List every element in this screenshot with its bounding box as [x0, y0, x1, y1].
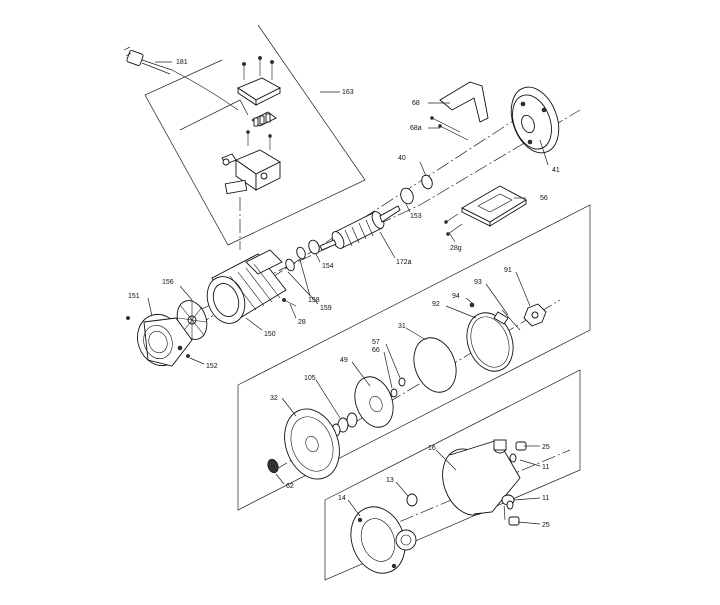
washer-153: [400, 187, 414, 205]
pump-body: [442, 439, 521, 516]
power-plug-cable: [123, 46, 239, 111]
callout-68a: 68a: [410, 125, 422, 132]
callout-68: 68: [412, 100, 420, 107]
washer-159: [285, 258, 295, 272]
callout-156: 156: [162, 279, 174, 286]
callout-16: 16: [428, 445, 436, 452]
callout-14: 14: [338, 495, 346, 502]
callout-150: 150: [264, 331, 276, 338]
washer-158: [296, 246, 306, 260]
callout-94: 94: [452, 293, 460, 300]
callout-labels: 181 163 68 68a 40 41 153 56 28g 172a 154…: [128, 59, 560, 529]
ring-57: [398, 377, 406, 387]
callout-25-bottom: 25: [542, 522, 550, 529]
callout-11-top: 11: [542, 464, 549, 471]
motor-bracket: [430, 81, 489, 141]
suction-cover: [350, 506, 417, 574]
leader-lines: [147, 61, 549, 525]
impeller-disc: [354, 376, 394, 428]
callout-181: 181: [176, 59, 188, 66]
clamp-band: [466, 311, 514, 372]
callout-93: 93: [474, 279, 482, 286]
fan-cover: [126, 313, 193, 367]
callout-66: 66: [372, 347, 380, 354]
washer-11-top: [509, 453, 517, 463]
callout-49: 49: [340, 357, 348, 364]
callout-152: 152: [206, 363, 218, 370]
base-plate: [444, 185, 527, 236]
callout-40: 40: [398, 155, 406, 162]
callout-153: 153: [410, 213, 422, 220]
callout-41: 41: [552, 167, 560, 174]
o-ring-31: [413, 337, 457, 393]
screw-28: [282, 298, 297, 307]
callout-11-bottom: 11: [542, 495, 549, 502]
callout-163: 163: [342, 89, 354, 96]
callout-31: 31: [398, 323, 406, 330]
rotor-assembly: [319, 205, 401, 251]
o-ring-40: [421, 174, 433, 190]
terminal-block: [246, 111, 277, 150]
callout-25-top: 25: [542, 444, 550, 451]
callout-105: 105: [304, 375, 316, 382]
motor-stator-housing: [206, 249, 287, 324]
callout-62: 62: [286, 483, 294, 490]
callout-92: 92: [432, 301, 440, 308]
callout-172a: 172a: [396, 259, 412, 266]
motor-end-shield: [510, 86, 560, 154]
terminal-box-base: [221, 149, 281, 195]
callout-159: 159: [320, 305, 332, 312]
callout-154: 154: [322, 263, 334, 270]
callout-151: 151: [128, 293, 140, 300]
washer-11-bottom: [506, 500, 514, 510]
seal-plate: [284, 408, 340, 480]
callout-158: 158: [308, 297, 320, 304]
callout-13: 13: [386, 477, 394, 484]
control-box-group-outline: [144, 24, 366, 246]
clamp-nut: [523, 303, 547, 327]
seal-ring-62: [267, 458, 279, 474]
callout-28g: 28g: [450, 245, 462, 252]
callout-28: 28: [298, 319, 306, 326]
callout-57: 57: [372, 339, 380, 346]
terminal-box-lid: [237, 56, 281, 106]
pump-group-outline: [237, 204, 591, 581]
callout-91: 91: [504, 267, 512, 274]
callout-32: 32: [270, 395, 278, 402]
o-ring-13: [406, 493, 418, 507]
callout-56: 56: [540, 195, 548, 202]
bearing-154: [308, 239, 320, 255]
ring-66: [390, 388, 398, 398]
drain-plug-bottom: [508, 516, 520, 526]
